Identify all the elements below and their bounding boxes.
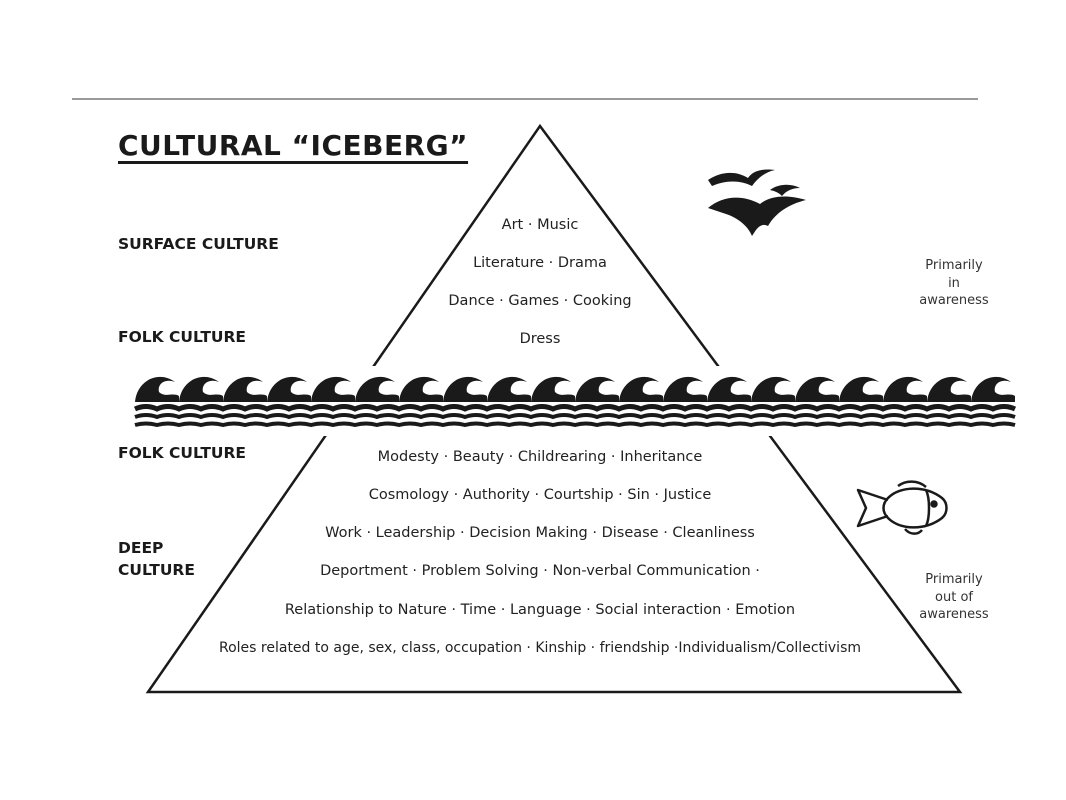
surface-item-row: Literature · Drama — [473, 255, 607, 271]
surface-item-row: Dress — [519, 331, 561, 347]
wave-crest — [487, 376, 531, 402]
wave-crest — [355, 376, 399, 402]
wave-crest — [707, 376, 751, 402]
wave-ripple — [133, 404, 1017, 412]
wave-crest — [839, 376, 883, 402]
deep-item-row: Deportment · Problem Solving · Non-verba… — [320, 563, 760, 579]
wave-crest — [971, 376, 1015, 402]
deep-item-row: Relationship to Nature · Time · Language… — [284, 602, 796, 618]
wave-crest — [619, 376, 663, 402]
wave-crest — [927, 376, 971, 402]
deep-item-row: Modesty · Beauty · Childrearing · Inheri… — [377, 449, 703, 465]
wave-crest — [311, 376, 355, 402]
waves-icon — [133, 366, 1017, 436]
birds-icon — [708, 169, 806, 236]
deep-item-row: Cosmology · Authority · Courtship · Sin … — [368, 487, 712, 503]
label-folk-culture-lower: FOLK CULTURE — [118, 444, 247, 462]
surface-item-row: Art · Music — [501, 217, 579, 233]
wave-crest — [179, 376, 223, 402]
wave-crest — [883, 376, 927, 402]
wave-ripple — [134, 421, 1016, 428]
surface-item-row: Dance · Games · Cooking — [448, 293, 632, 309]
label-surface-culture: SURFACE CULTURE — [118, 235, 279, 253]
wave-crest — [399, 376, 443, 402]
fish-icon — [856, 480, 948, 535]
deep-item-row: Work · Leadership · Decision Making · Di… — [325, 525, 755, 541]
wave-crest — [663, 376, 707, 402]
wave-crest — [223, 376, 267, 402]
wave-crest — [795, 376, 839, 402]
wave-crest — [267, 376, 311, 402]
diagram-title: CULTURAL “ICEBERG” — [118, 129, 469, 162]
label-folk-culture-upper: FOLK CULTURE — [118, 328, 247, 346]
wave-ripple — [134, 413, 1016, 420]
wave-crest — [751, 376, 795, 402]
awareness-label-in: Primarily in awareness — [919, 258, 989, 308]
top-divider — [72, 98, 978, 100]
wave-crest — [443, 376, 487, 402]
wave-crest — [531, 376, 575, 402]
awareness-label-out: Primarily out of awareness — [919, 572, 989, 622]
wave-crest — [575, 376, 619, 402]
label-deep-culture: DEEP CULTURE — [118, 539, 195, 579]
deep-item-row: Roles related to age, sex, class, occupa… — [219, 640, 861, 656]
wave-crest — [135, 376, 179, 402]
